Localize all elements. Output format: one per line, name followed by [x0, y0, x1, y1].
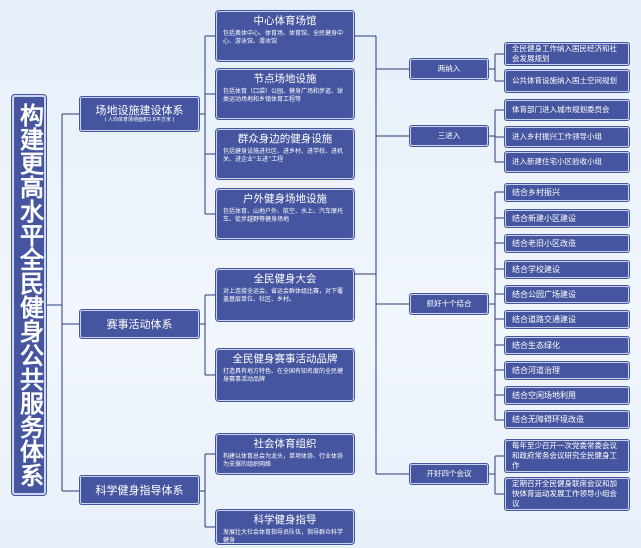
facility-title: 群众身边的健身设施 [237, 133, 333, 145]
combination-item: 结合无障碍环境改造 [505, 411, 629, 428]
facility-title: 中心体育场馆 [253, 15, 317, 27]
combination-item-text: 结合生态绿化 [512, 340, 560, 350]
guidance-desc: 构建以体育总会为龙头，单项体协、行业体协为支撑的组织网络 [223, 453, 344, 468]
guidance-card: 科学健身指导 发展壮大社会体育指导员队伍，指导群众科学健身 [216, 510, 354, 544]
two-inclusions-box: 两纳入 [410, 59, 488, 79]
facility-card: 中心体育场馆 包括奥体中心、体育场、体育馆、全民健身中心、游泳馆、滑冰馆 [216, 11, 354, 61]
facility-title: 节点场地设施 [253, 73, 317, 85]
four-meetings-box: 开好四个会议 [410, 464, 488, 484]
two-inclusions-label: 两纳入 [437, 64, 461, 73]
meeting-item: 每年至少召开一次党委常委会议和政府常务会议研究全民健身工作 [505, 440, 629, 472]
inclusion-item-text: 公共体育设施纳入国土空间规划 [512, 76, 617, 85]
combination-item-text: 结合乡村振兴 [512, 187, 560, 197]
four-meetings-label: 开好四个会议 [426, 469, 472, 478]
inclusion-item-text: 全民健身工作纳入国民经济和社会发展规划 [512, 44, 617, 63]
facility-card: 节点场地设施 包括体育（口袋）公园、健身广场和步道、球类运动场地和乡镇体育工程等 [216, 69, 354, 119]
combination-item-text: 结合老旧小区改造 [512, 238, 576, 248]
combination-item-text: 结合公园广场建设 [512, 289, 576, 299]
combination-item-text: 结合空闲场地利用 [512, 390, 576, 400]
event-desc: 打造具有地方特色、在全国有知名度的全民健身赛事活动品牌 [223, 368, 344, 383]
guidance-desc: 发展壮大社会体育指导员队伍，指导群众科学健身 [223, 529, 344, 544]
combination-item: 结合学校建设 [505, 261, 629, 278]
facility-desc: 包括健身设施进社区、进乡村、进学校、进机关、进企业“五进”工程 [223, 148, 344, 163]
entry-item: 体育部门进入城市规划委员会 [505, 100, 629, 120]
facilities-system-label: 场地设施建设体系 [95, 104, 184, 117]
main-title: 构建更高水平全民健身公共服务体系 [12, 95, 46, 495]
combination-item: 结合河道治理 [505, 362, 629, 379]
event-desc: 对上连接全运会、省运会群体组比赛，对下覆盖基层单位、社区、乡村。 [223, 288, 344, 303]
combination-item: 结合乡村振兴 [505, 184, 629, 201]
combination-item: 结合生态绿化 [505, 337, 629, 354]
guidance-system-label: 科学健身指导体系 [95, 483, 184, 497]
facility-card: 群众身边的健身设施 包括健身设施进社区、进乡村、进学校、进机关、进企业“五进”工… [216, 129, 354, 179]
facility-desc: 包括奥体中心、体育场、体育馆、全民健身中心、游泳馆、滑冰馆 [223, 30, 344, 45]
guidance-card: 社会体育组织 构建以体育总会为龙头，单项体协、行业体协为支撑的组织网络 [216, 434, 354, 474]
combination-item-text: 结合道路交通建设 [512, 314, 576, 324]
facilities-system-box: 场地设施建设体系 ( 人均体育场地面积2.6平方米 ) [80, 97, 199, 131]
ten-combinations-label: 抓好十个结合 [426, 299, 472, 308]
meeting-item-text: 定期召开全民健身联席会议和加快体育运动发展工作领导小组会议 [512, 479, 617, 508]
combination-item: 结合公园广场建设 [505, 286, 629, 303]
event-title: 全民健身大会 [253, 273, 317, 285]
combination-item-text: 结合无障碍环境改造 [512, 414, 584, 424]
entry-item-text: 体育部门进入城市规划委员会 [512, 105, 610, 114]
facility-title: 户外健身场地设施 [243, 193, 327, 205]
facility-desc: 包括体育（口袋）公园、健身广场和步道、球类运动场地和乡镇体育工程等 [223, 88, 344, 103]
combination-item-text: 结合新建小区建设 [512, 213, 576, 223]
meeting-item: 定期召开全民健身联席会议和加快体育运动发展工作领导小组会议 [505, 478, 629, 510]
meeting-item-text: 每年至少召开一次党委常委会议和政府常务会议研究全民健身工作 [512, 441, 617, 470]
three-entries-label: 三进入 [437, 131, 461, 140]
combination-item: 结合空闲场地利用 [505, 387, 629, 404]
events-system-box: 赛事活动体系 [80, 310, 199, 338]
facility-card: 户外健身场地设施 包括体育、山地户外、航空、水上、汽车摩托车、徒步越野等健身场地 [216, 189, 354, 239]
combination-item: 结合新建小区建设 [505, 210, 629, 227]
facilities-system-note: ( 人均体育场地面积2.6平方米 ) [104, 117, 175, 123]
entry-item: 进入乡村振兴工作领导小组 [505, 127, 629, 147]
facility-desc: 包括体育、山地户外、航空、水上、汽车摩托车、徒步越野等健身场地 [223, 208, 344, 223]
guidance-system-box: 科学健身指导体系 [80, 476, 199, 504]
combination-item-text: 结合河道治理 [512, 365, 560, 375]
events-system-label: 赛事活动体系 [106, 317, 173, 331]
guidance-title: 社会体育组织 [253, 438, 317, 450]
combination-item: 结合老旧小区改造 [505, 235, 629, 252]
ten-combinations-box: 抓好十个结合 [410, 294, 488, 314]
combination-item: 结合道路交通建设 [505, 311, 629, 328]
three-entries-box: 三进入 [410, 126, 488, 146]
entry-item: 进入新建住宅小区验收小组 [505, 152, 629, 172]
event-card: 全民健身大会 对上连接全运会、省运会群体组比赛，对下覆盖基层单位、社区、乡村。 [216, 269, 354, 321]
entry-item-text: 进入新建住宅小区验收小组 [512, 157, 602, 166]
combination-item-text: 结合学校建设 [512, 264, 560, 274]
event-card: 全民健身赛事活动品牌 打造具有地方特色、在全国有知名度的全民健身赛事活动品牌 [216, 349, 354, 401]
inclusion-item: 公共体育设施纳入国土空间规划 [505, 70, 629, 92]
inclusion-item: 全民健身工作纳入国民经济和社会发展规划 [505, 43, 629, 65]
guidance-title: 科学健身指导 [253, 514, 317, 526]
entry-item-text: 进入乡村振兴工作领导小组 [512, 132, 602, 141]
event-title: 全民健身赛事活动品牌 [232, 353, 338, 365]
